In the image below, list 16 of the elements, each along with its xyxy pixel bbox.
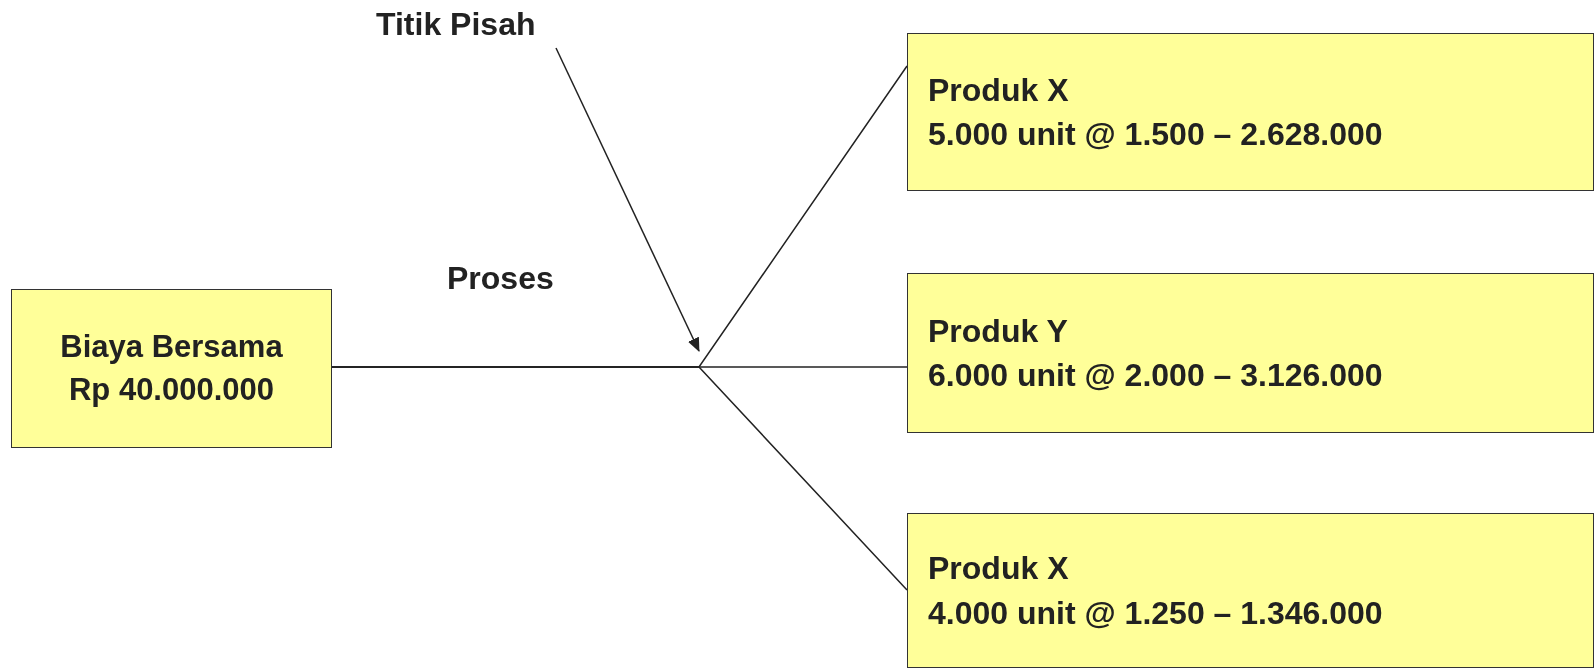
cost-box [907, 273, 1594, 433]
box-heading: Produk Y [928, 311, 1068, 351]
cost-box [907, 513, 1594, 668]
cost-box [907, 33, 1594, 191]
box-heading: Produk X [928, 70, 1069, 110]
box-text: 4.000 unit @ 1.250 – 1.346.000 [928, 593, 1383, 633]
box-text: 6.000 unit @ 2.000 – 3.126.000 [928, 356, 1383, 395]
box-text: 5.000 unit @ 1.500 – 2.628.000 [928, 115, 1383, 154]
box-text: Rp 40.000.000 [68, 370, 275, 409]
line-label: Proses [447, 260, 554, 297]
connector-line [331, 366, 908, 591]
cost-box [11, 289, 332, 448]
callout-text: Titik Pisah [376, 6, 536, 43]
arrow [555, 47, 700, 352]
box-heading: Biaya Bersama [60, 327, 283, 366]
box-heading: Produk X [928, 549, 1069, 589]
